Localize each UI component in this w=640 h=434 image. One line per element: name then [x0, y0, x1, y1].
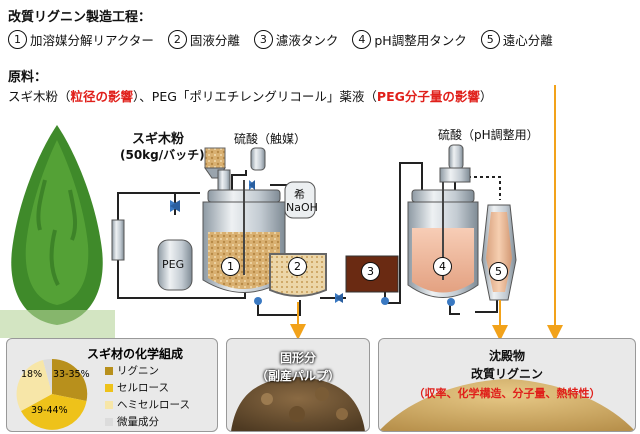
- step-label: 固液分離: [189, 33, 240, 48]
- legend-swatch: [105, 417, 113, 426]
- precipitate-title: 沈殿物: [488, 349, 525, 363]
- peg-label: PEG: [162, 258, 185, 271]
- naoh-tank: [284, 181, 316, 219]
- feed-cylinder: [111, 219, 125, 261]
- modified-lignin-label: 改質リグニン: [470, 367, 543, 381]
- materials-text: スギ木粉（: [8, 89, 71, 104]
- pie-label-cellulose: 39-44%: [31, 405, 68, 416]
- materials-highlight: 粒径の影響: [70, 89, 134, 104]
- legend-item: リグニン: [105, 363, 190, 378]
- composition-panel: スギ材の化学組成 33-35% 39-44% 18% リグニン セルロース ヘミ…: [6, 338, 218, 432]
- legend-swatch: [105, 383, 113, 392]
- reactor-number: 1: [221, 257, 240, 276]
- step-number: 2: [167, 30, 187, 49]
- step-label: 遠心分離: [502, 33, 553, 48]
- materials-line: スギ木粉（粒径の影響）、PEG「ポリエチレングリコール」薬液（PEG分子量の影響…: [8, 86, 492, 105]
- separator-number: 2: [288, 257, 307, 276]
- materials-title: 原料：: [8, 70, 48, 85]
- composition-pie: [16, 358, 88, 430]
- pie-slice-cellulose: [21, 394, 87, 430]
- cedar-tree-image: [0, 125, 115, 338]
- lignin-powder-image: [379, 379, 635, 431]
- solid-subtitle: （副産パルプ）: [255, 369, 340, 383]
- acid-ph-label: 硫酸（pH調整用）: [438, 128, 539, 142]
- process-title: 改質リグニン製造工程：: [8, 10, 152, 25]
- solid-title: 固形分: [279, 351, 316, 365]
- legend-swatch: [105, 366, 113, 375]
- naoh-dilute-label: 希: [294, 188, 305, 201]
- step-label: 濾液タンク: [275, 33, 339, 48]
- legend-item: セルロース: [105, 380, 190, 395]
- filtrate-number: 3: [361, 262, 380, 281]
- legend-label: リグニン: [117, 365, 159, 377]
- legend-swatch: [105, 400, 113, 409]
- ph-adjustment-tank: [407, 167, 479, 298]
- pie-slice-hemicellulose: [16, 360, 52, 411]
- step-number: 3: [253, 30, 273, 49]
- legend-label: セルロース: [117, 382, 169, 394]
- acid-ph-bottle: [448, 144, 464, 170]
- pie-slice-lignin: [52, 358, 88, 401]
- step-label: 加溶媒分解リアクター: [30, 33, 154, 48]
- step-number: 5: [480, 30, 500, 49]
- materials-highlight: PEG分子量の影響: [376, 89, 480, 104]
- ph-tank-number: 4: [433, 257, 452, 276]
- pie-label-hemicellulose: 18%: [21, 369, 43, 380]
- output-arrows: [290, 85, 563, 341]
- precipitate-panel: 沈殿物 改質リグニン （収率、化学構造、分子量、熱特性）: [378, 338, 636, 432]
- pulp-image: [231, 377, 365, 431]
- properties-label: （収率、化学構造、分子量、熱特性）: [413, 387, 601, 400]
- pie-slice-trace: [43, 358, 52, 394]
- step-number: 1: [8, 30, 27, 49]
- legend-item: 微量成分: [105, 414, 190, 429]
- materials-text: ）、PEG「ポリエチレングリコール」薬液（: [133, 89, 377, 104]
- cedar-label: スギ木粉: [132, 132, 185, 147]
- peg-tank: [157, 239, 193, 291]
- naoh-label: NaOH: [286, 201, 318, 214]
- materials-text: ）: [479, 89, 493, 104]
- step-label: pH調整用タンク: [374, 33, 467, 48]
- composition-title: スギ材の化学組成: [87, 347, 184, 361]
- composition-legend: リグニン セルロース ヘミセルロース 微量成分: [105, 363, 190, 429]
- batch-label: (50kg/バッチ): [120, 148, 205, 162]
- acid-catalyst-bottle: [250, 147, 266, 171]
- solid-pulp-panel: 固形分 （副産パルプ）: [226, 338, 370, 432]
- acid-catalyst-label: 硫酸（触媒）: [234, 132, 307, 146]
- legend-item: ヘミセルロース: [105, 397, 190, 412]
- centrifuge-number: 5: [489, 262, 508, 281]
- legend-label: 微量成分: [117, 416, 159, 428]
- valve-icons: [170, 180, 455, 306]
- centrifuge: [481, 204, 517, 301]
- pie-label-lignin: 33-35%: [53, 369, 90, 380]
- legend-label: ヘミセルロース: [117, 399, 190, 411]
- step-number: 4: [352, 30, 372, 49]
